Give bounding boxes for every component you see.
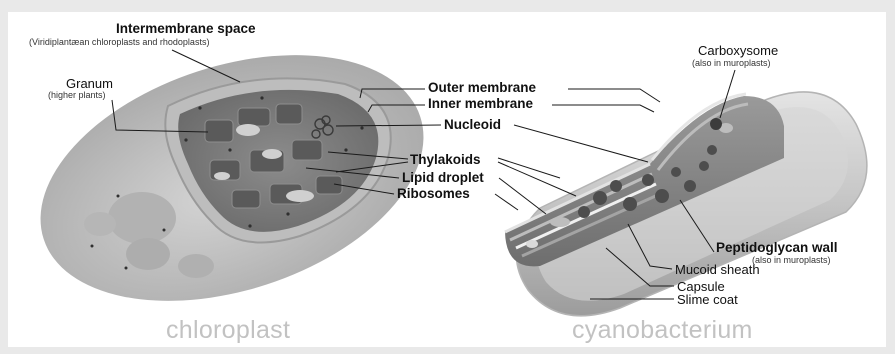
note-carboxysome: (also in muroplasts)	[692, 59, 771, 68]
chloroplast-illustration	[9, 10, 455, 345]
caption-cyanobacterium: cyanobacterium	[572, 316, 753, 345]
label-inner-membrane: Inner membrane	[428, 97, 533, 111]
note-granum: (higher plants)	[48, 91, 106, 100]
label-mucoid-sheath: Mucoid sheath	[675, 263, 760, 276]
note-peptidoglycan-wall: (also in muroplasts)	[752, 256, 831, 265]
label-granum: Granum	[66, 77, 113, 90]
label-intermembrane-space: Intermembrane space	[116, 22, 256, 36]
label-thylakoids: Thylakoids	[410, 153, 481, 167]
label-slime-coat: Slime coat	[677, 293, 738, 306]
label-ribosomes: Ribosomes	[397, 187, 470, 201]
label-peptidoglycan-wall: Peptidoglycan wall	[716, 241, 838, 255]
caption-chloroplast: chloroplast	[166, 316, 290, 345]
label-nucleoid: Nucleoid	[444, 118, 501, 132]
label-carboxysome: Carboxysome	[698, 44, 778, 57]
label-outer-membrane: Outer membrane	[428, 81, 536, 95]
note-intermembrane-space: (Viridiplantæan chloroplasts and rhodopl…	[29, 38, 209, 47]
label-lipid-droplet: Lipid droplet	[402, 171, 484, 185]
